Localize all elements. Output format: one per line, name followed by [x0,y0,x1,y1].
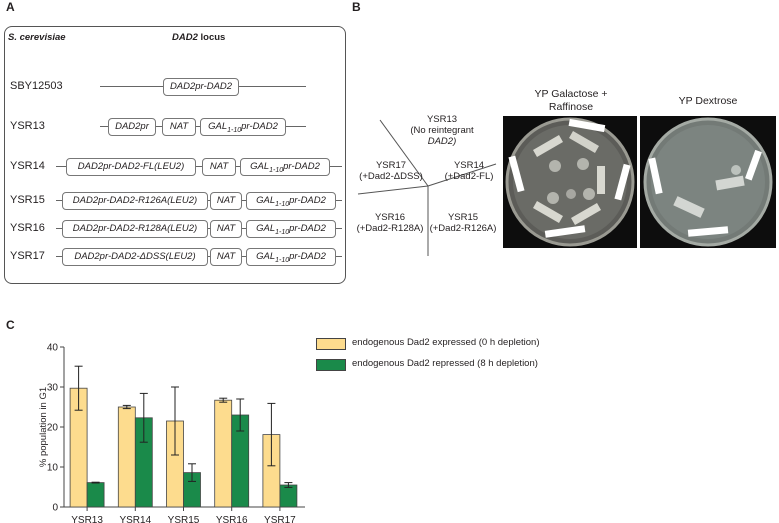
x-tick-label: YSR17 [264,515,296,523]
y-tick-label: 0 [52,503,58,514]
gene-box: DAD2pr-DAD2-FL(LEU2) [66,158,196,176]
g1-bar-chart: 0 10 20 30 40 % population in G1 YSR13 YSR14 YSR… [38,343,305,523]
sector-label-ysr14: YSR14 (+Dad2-FL) [436,160,502,182]
strain-label: YSR13 [10,120,45,132]
panel-a-letter: A [6,0,15,14]
sector-label-line: (+Dad2-R126A) [429,223,497,234]
gal-subscript: 1-10 [227,126,242,134]
plate-labels [648,149,762,237]
strain-label: SBY12503 [10,80,63,92]
locus-title-gene: DAD2 [172,32,198,43]
bar [86,482,105,508]
y-tick-label: 30 [47,383,59,394]
plate-galactose-title: YP Galactose + Raffinose [505,88,637,114]
gene-box: DAD2pr [108,118,156,136]
locus-frame [4,26,346,284]
legend-label-expressed: endogenous Dad2 expressed (0 h depletion… [352,337,540,348]
gal-suffix: pr-DAD2 [289,251,326,262]
gene-box: GAL1-10pr-DAD2 [240,158,330,176]
sector-label-line: YSR17 [375,160,407,171]
gal-suffix: pr-DAD2 [283,161,320,172]
gal-prefix: GAL [256,251,276,262]
strain-label: YSR14 [10,160,45,172]
bar [117,406,136,508]
sector-diagram [357,119,497,256]
sector-label-line: YSR13 [426,114,458,125]
sector-label-line: (+Dad2-FL) [444,171,494,182]
locus-title-suffix: locus [197,32,226,43]
sector-divider [379,119,429,187]
plate-agar [513,125,627,239]
gene-box: DAD2pr-DAD2-R128A(LEU2) [62,220,208,238]
strain-label: YSR15 [10,194,45,206]
gene-box: NAT [210,192,242,210]
gene-box: GAL1-10pr-DAD2 [246,220,336,238]
gal-prefix: GAL [250,161,270,172]
sector-label-line: YSR16 [374,212,406,223]
x-tick-label: YSR14 [119,515,151,523]
x-tick-label: YSR15 [168,515,200,523]
gene-box: GAL1-10pr-DAD2 [200,118,286,136]
sector-label-line: (No reintegrant [410,125,474,136]
gal-suffix: pr-DAD2 [289,223,326,234]
x-tick-label: YSR16 [216,515,248,523]
sector-label-ysr16: YSR16 (+Dad2-R128A) [352,212,428,234]
sector-label-line: YSR15 [447,212,479,223]
y-tick-label: 10 [47,463,59,474]
plate-dextrose-title: YP Dextrose [678,95,738,107]
legend-label-repressed: endogenous Dad2 repressed (8 h depletion… [352,358,538,369]
gene-box: DAD2pr-DAD2-ΔDSS(LEU2) [62,248,208,266]
y-tick-label: 40 [47,343,59,354]
gene-box: NAT [210,220,242,238]
gal-subscript: 1-10 [275,256,290,264]
x-tick-label: YSR13 [71,515,103,523]
organism-label: S. cerevisiae [8,32,66,43]
bar [214,399,233,508]
dextrose-plate-photo [640,116,776,248]
gal-prefix: GAL [256,195,276,206]
chromosome-line [56,166,342,167]
sector-label-ysr13: YSR13 (No reintegrant DAD2) [402,114,482,147]
y-tick-label: 20 [47,423,59,434]
panel-b-letter: B [352,0,361,14]
plate-title-line: YP Galactose + [534,88,608,100]
legend-swatch-repressed [316,359,346,371]
y-axis-label: % population in G1 [38,387,49,467]
gene-box: GAL1-10pr-DAD2 [246,192,336,210]
galactose-plate-photo [503,116,637,248]
gene-box: DAD2pr-DAD2 [163,78,239,96]
sector-label-ysr17: YSR17 (+Dad2-ΔDSS) [356,160,426,182]
sector-divider [427,163,497,187]
bar [279,484,298,508]
gene-box: DAD2pr-DAD2-R126A(LEU2) [62,192,208,210]
gene-box: NAT [202,158,236,176]
sector-label-line: (+Dad2-R128A) [356,223,424,234]
gal-suffix: pr-DAD2 [289,195,326,206]
plate-labels [508,118,631,238]
yeast-growth [533,131,605,225]
gal-subscript: 1-10 [269,166,284,174]
plate-title-line: Raffinose [548,101,594,113]
gal-prefix: GAL [256,223,276,234]
gene-box: NAT [162,118,196,136]
strain-label: YSR17 [10,250,45,262]
sector-label-line: (+Dad2-ΔDSS) [359,171,423,182]
plate-agar [651,125,765,239]
sector-label-line: DAD2) [427,136,457,147]
gene-box: GAL1-10pr-DAD2 [246,248,336,266]
legend-swatch-expressed [316,338,346,350]
sector-divider [357,185,429,195]
locus-title: DAD2 locus [172,32,225,43]
gene-box: NAT [210,248,242,266]
panel-c-letter: C [6,318,15,332]
strain-label: YSR16 [10,222,45,234]
sector-label-line: YSR14 [453,160,485,171]
gal-prefix: GAL [208,121,228,132]
sector-label-ysr15: YSR15 (+Dad2-R126A) [426,212,500,234]
yeast-growth [673,165,745,218]
gal-subscript: 1-10 [275,200,290,208]
gal-subscript: 1-10 [275,228,290,236]
gal-suffix: pr-DAD2 [241,121,278,132]
